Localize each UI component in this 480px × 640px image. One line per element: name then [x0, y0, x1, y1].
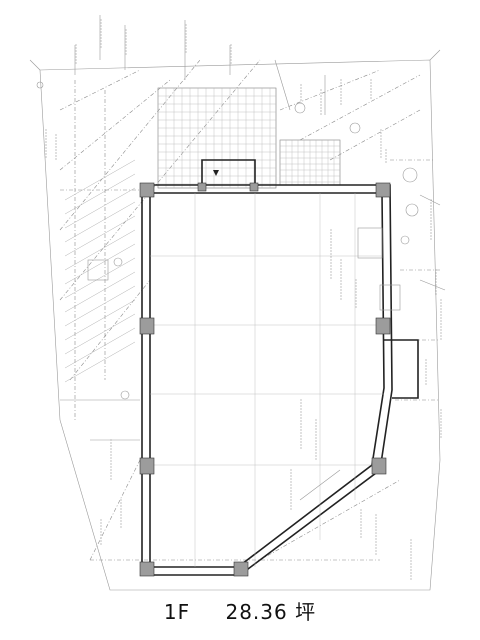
- site-fixtures: [36, 81, 419, 400]
- building-walls: [141, 159, 419, 576]
- reference-lines: [60, 80, 440, 561]
- annotation-text-marks: [45, 19, 442, 580]
- floor-label: 1F: [163, 600, 191, 624]
- porch-tile-grid: [279, 139, 341, 186]
- parking-hatch: [64, 159, 136, 383]
- diagonal-guide-lines: [59, 59, 421, 561]
- site-boundary: [29, 49, 441, 591]
- floor-caption: 1F 28.36 坪: [0, 596, 480, 632]
- floor-plan-drawing: [29, 15, 446, 591]
- structural-columns: [139, 182, 391, 577]
- floor-area: 28.36 坪: [225, 600, 317, 624]
- interior-grid: [150, 193, 384, 567]
